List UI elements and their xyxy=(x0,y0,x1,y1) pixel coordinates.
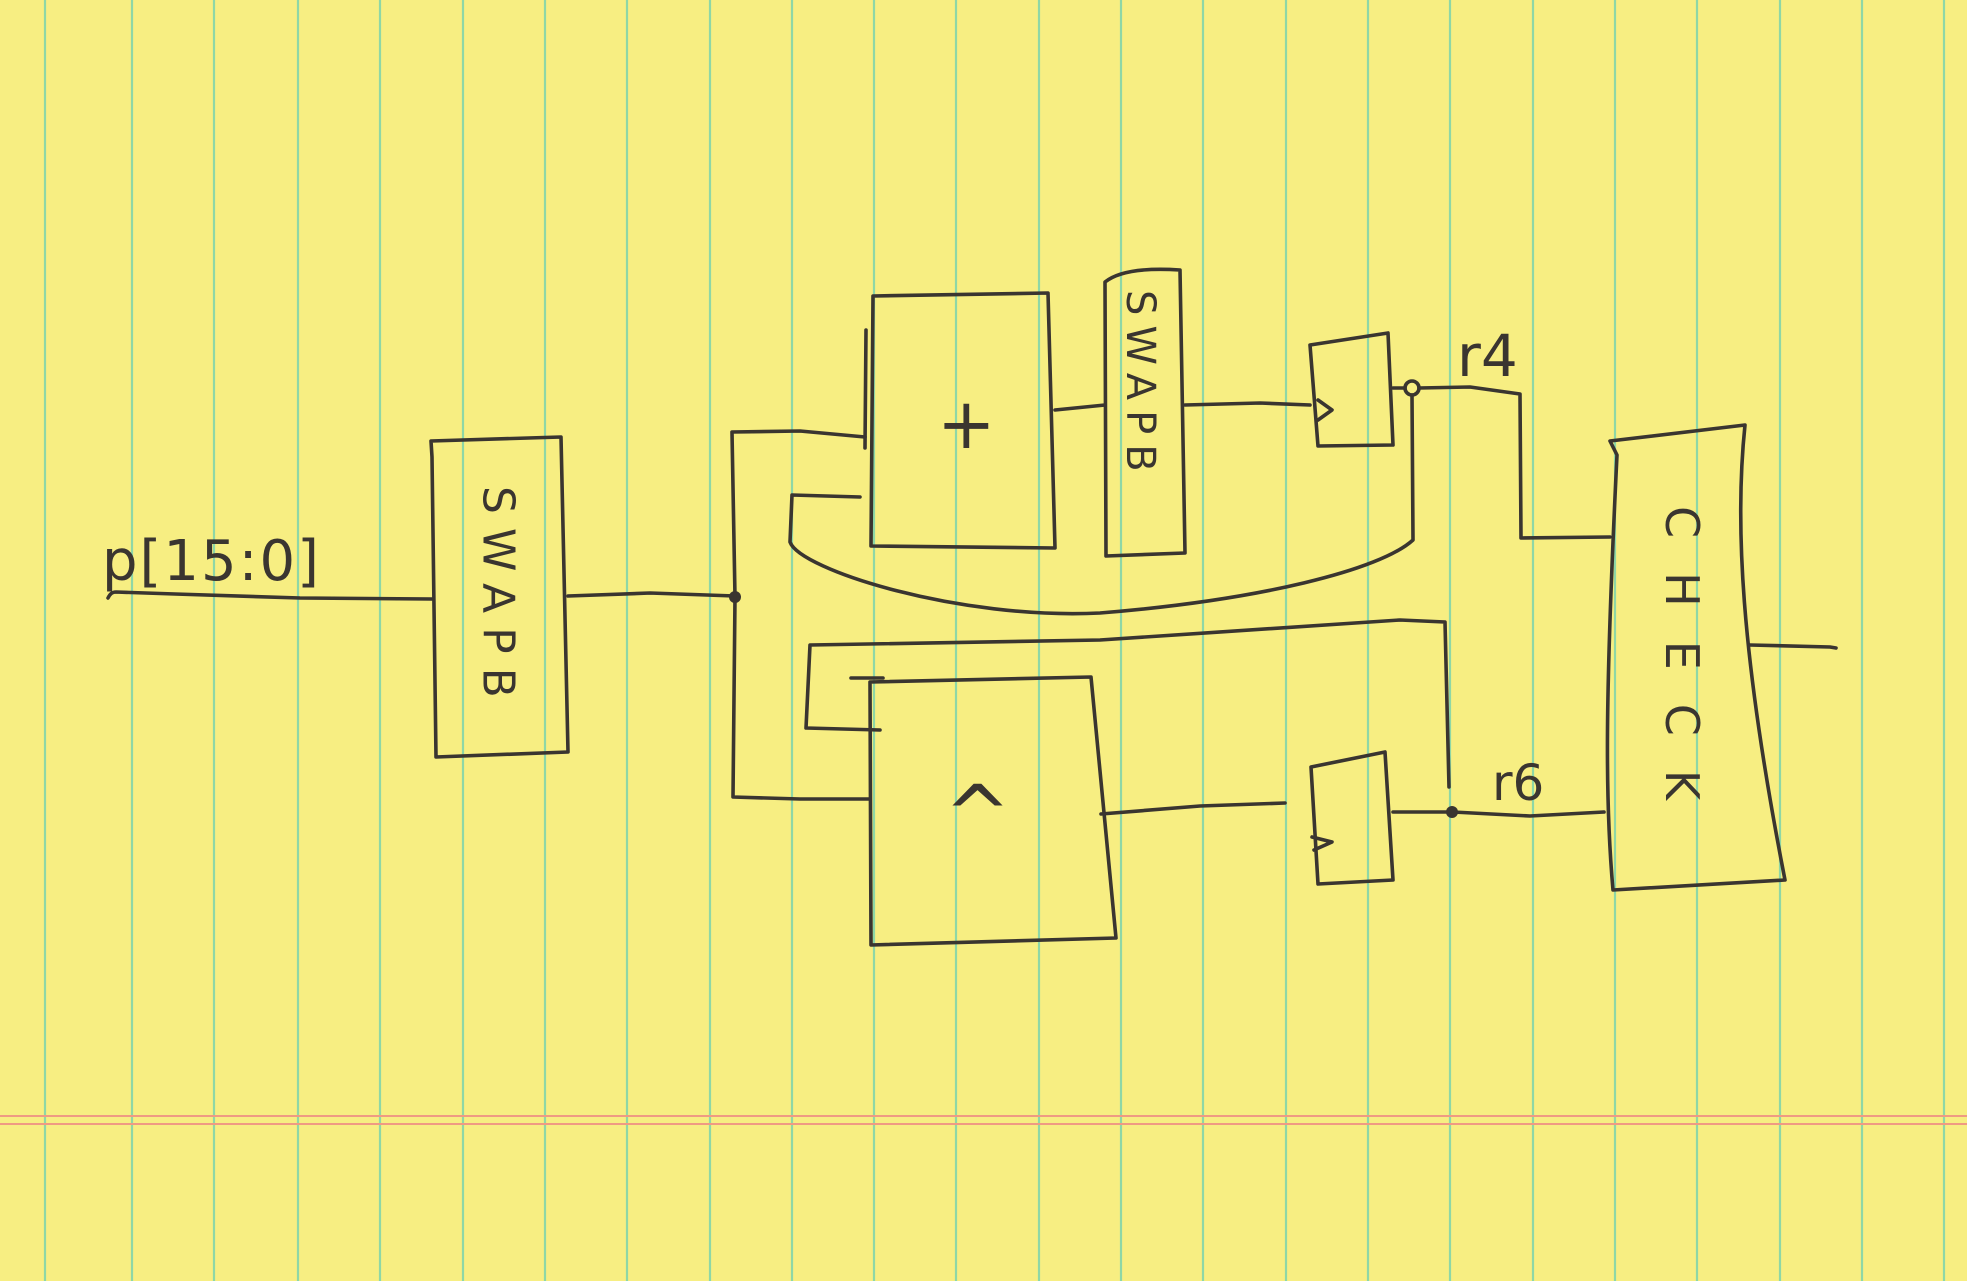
swapb-block-left xyxy=(429,435,570,759)
swapb-left-label: SWAPB xyxy=(473,486,524,712)
wire-r4-output xyxy=(788,379,1612,616)
wire-feedback-to-xor xyxy=(804,618,1451,789)
check-label: CHECK xyxy=(1655,506,1709,834)
output-wire xyxy=(1748,643,1838,650)
adder-block xyxy=(863,291,1107,550)
r4-label: r4 xyxy=(1457,322,1518,390)
adder-label: + xyxy=(937,383,996,465)
xor-block xyxy=(868,675,1118,947)
wire-swap-to-r4 xyxy=(1183,401,1312,407)
wire-swapb-to-junction xyxy=(566,429,872,801)
swapb-top-label: SWAPB xyxy=(1117,290,1163,482)
input-label: p[15:0] xyxy=(102,529,321,594)
wire-xor-to-r6 xyxy=(1099,801,1287,816)
swapb-block-top xyxy=(1103,267,1187,558)
r6-label: r6 xyxy=(1492,754,1544,812)
r6-junction-dot xyxy=(1446,806,1458,818)
xor-label: ^ xyxy=(944,768,1011,861)
wire-r6-output xyxy=(1391,806,1606,818)
input-wire xyxy=(106,590,434,601)
register-r6 xyxy=(1309,750,1395,886)
margin-lines xyxy=(0,1115,1967,1125)
check-block xyxy=(1605,423,1787,892)
register-r4 xyxy=(1308,331,1395,448)
r4-output-node xyxy=(1403,379,1421,397)
